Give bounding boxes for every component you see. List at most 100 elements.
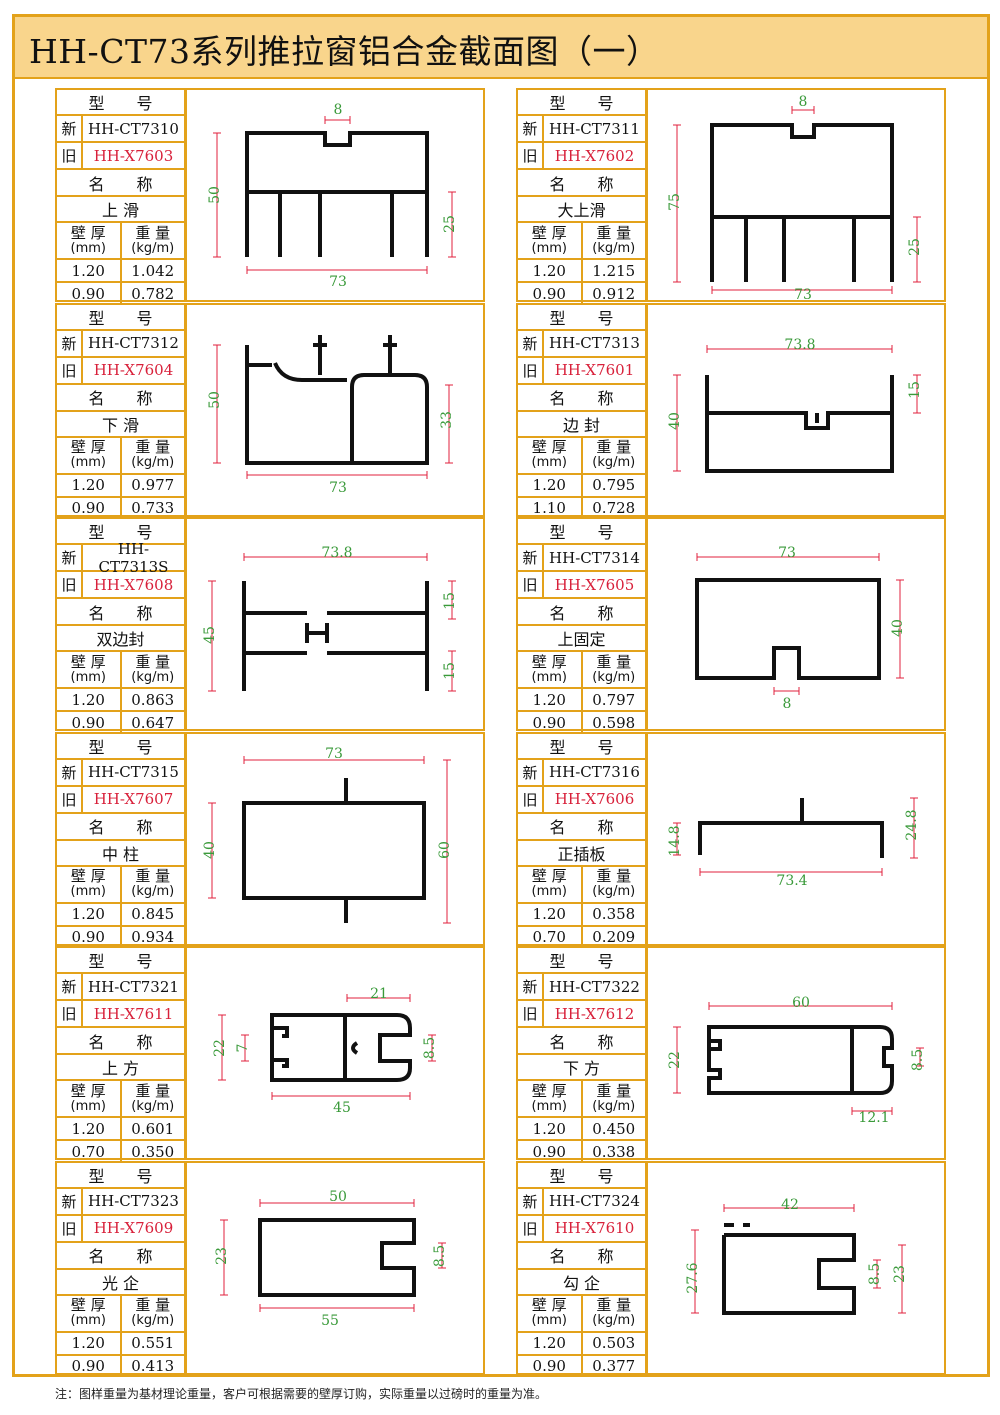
new-label: 新	[518, 545, 544, 570]
thickness-unit: (mm)	[531, 884, 567, 899]
profile-panel: 型 号 新 HH-CT7313S 旧 HH-X7608 名 称 双边封 壁 厚(…	[55, 517, 485, 733]
thickness-value: 1.20	[518, 474, 583, 496]
model-header: 型 号	[57, 305, 184, 331]
weight-label: 重 量	[135, 438, 171, 456]
thickness-label: 壁 厚	[70, 867, 106, 885]
spec-header-row: 壁 厚(mm) 重 量(kg/m)	[57, 866, 184, 904]
spec-row: 1.10 0.728	[518, 497, 645, 519]
weight-value: 0.503	[592, 1334, 636, 1352]
dimension: 8.5	[867, 1259, 883, 1288]
thickness-label: 壁 厚	[531, 652, 567, 671]
dimension-line	[208, 580, 216, 692]
dimension: 14.8	[667, 822, 683, 856]
dimension: 22	[212, 1014, 228, 1081]
spec-table: 型 号 新 HH-CT7315 旧 HH-X7607 名 称 中 柱 壁 厚(m…	[57, 733, 187, 948]
old-model-code: HH-X7604	[93, 361, 174, 379]
dimension-label: 73.8	[321, 545, 352, 561]
dimension-label: 25	[442, 215, 458, 233]
old-label: 旧	[57, 143, 83, 168]
thickness-value: 1.20	[57, 903, 122, 925]
weight-unit: (kg/m)	[131, 669, 175, 685]
dimension-line	[851, 1107, 893, 1115]
dimension-line	[208, 802, 216, 898]
profile-name: 正插板	[518, 841, 645, 867]
dimension-label: 8	[334, 102, 343, 118]
model-header: 型 号	[518, 519, 645, 545]
spec-header-row: 壁 厚(mm) 重 量(kg/m)	[57, 437, 184, 475]
weight-value: 0.845	[131, 905, 175, 923]
dimension: 8.5	[432, 1242, 448, 1268]
dimension-label: 50	[207, 186, 223, 204]
thickness-unit: (mm)	[70, 884, 106, 899]
spec-header-row: 壁 厚(mm) 重 量(kg/m)	[518, 866, 645, 904]
dimension-line	[445, 384, 453, 463]
old-model-row: 旧 HH-X7612	[518, 1001, 645, 1028]
dimension-label: 15	[907, 381, 923, 399]
thickness-unit: (mm)	[70, 1098, 106, 1114]
profile-outline	[695, 578, 881, 680]
thickness-value: 0.90	[518, 712, 583, 733]
new-model-row: 新 HH-CT7314	[518, 545, 645, 572]
dimension-label: 60	[437, 841, 453, 859]
spec-table: 型 号 新 HH-CT7313S 旧 HH-X7608 名 称 双边封 壁 厚(…	[57, 519, 187, 733]
old-model-row: 旧 HH-X7604	[57, 357, 184, 385]
dimension-label: 12.1	[858, 1110, 889, 1126]
thickness-value: 1.20	[57, 1118, 122, 1139]
weight-unit: (kg/m)	[592, 669, 636, 685]
profile-name: 下 方	[518, 1055, 645, 1081]
dimension: 73	[696, 545, 880, 561]
profile-outline	[245, 131, 429, 257]
spec-row: 0.90 0.782	[57, 283, 184, 304]
model-header: 型 号	[57, 519, 184, 545]
dimension-line	[218, 1014, 226, 1081]
new-label: 新	[518, 974, 544, 999]
new-model-code: HH-CT7315	[88, 763, 179, 781]
dimension-line	[324, 116, 351, 124]
spec-header-row: 壁 厚(mm) 重 量(kg/m)	[518, 1295, 645, 1333]
profile-panel: 型 号 新 HH-CT7316 旧 HH-X7606 名 称 正插板 壁 厚(m…	[516, 731, 946, 948]
old-model-code: HH-X7609	[93, 1219, 174, 1237]
dimension-line	[243, 553, 428, 561]
new-label: 新	[518, 759, 544, 785]
thickness-value: 0.90	[518, 283, 583, 304]
dimension: 50	[259, 1189, 415, 1207]
weight-value: 0.413	[131, 1357, 175, 1375]
weight-value: 0.863	[131, 690, 175, 709]
old-label: 旧	[518, 1001, 544, 1026]
dimension-label: 50	[329, 1189, 347, 1205]
thickness-value: 0.90	[57, 1355, 122, 1377]
new-model-code: HH-CT7313	[549, 334, 640, 352]
thickness-unit: (mm)	[531, 455, 567, 470]
dimension-label: 73	[778, 545, 796, 561]
footnote: 注：图样重量为基材理论重量，客户可根据需要的壁厚订购，实际重量以过磅时的重量为准…	[55, 1387, 548, 1401]
profile-panel: 型 号 新 HH-CT7321 旧 HH-X7611 名 称 上 方 壁 厚(m…	[55, 946, 485, 1162]
dimension-label: 73	[794, 287, 812, 303]
profile-panel: 型 号 新 HH-CT7312 旧 HH-X7604 名 称 下 滑 壁 厚(m…	[55, 302, 485, 519]
weight-label: 重 量	[596, 867, 632, 885]
weight-label: 重 量	[135, 223, 171, 242]
dimension: 73	[246, 266, 428, 290]
new-label: 新	[518, 1188, 544, 1214]
weight-unit: (kg/m)	[131, 1098, 175, 1114]
dimension: 15	[907, 374, 923, 413]
new-model-code: HH-CT7322	[549, 977, 640, 996]
name-header: 名 称	[57, 599, 184, 626]
thickness-value: 1.20	[57, 1332, 122, 1354]
spec-table: 型 号 新 HH-CT7311 旧 HH-X7602 名 称 大上滑 壁 厚(m…	[518, 90, 648, 304]
dimension-line	[346, 994, 411, 1002]
spec-header-row: 壁 厚(mm) 重 量(kg/m)	[518, 652, 645, 689]
profile-name: 上 滑	[57, 197, 184, 223]
thickness-value: 0.90	[57, 712, 122, 733]
weight-value: 1.042	[131, 261, 175, 280]
old-model-code: HH-X7612	[554, 1004, 635, 1023]
dimension: 33	[439, 384, 455, 463]
dimension-line	[220, 1219, 228, 1295]
spec-row: 0.90 0.338	[518, 1141, 645, 1162]
name-header: 名 称	[518, 814, 645, 841]
spec-row: 0.90 0.377	[518, 1355, 645, 1377]
name-header: 名 称	[57, 1243, 184, 1270]
dimension: 73.8	[706, 337, 893, 353]
thickness-value: 1.20	[518, 689, 583, 710]
spec-row: 0.70 0.209	[518, 926, 645, 948]
